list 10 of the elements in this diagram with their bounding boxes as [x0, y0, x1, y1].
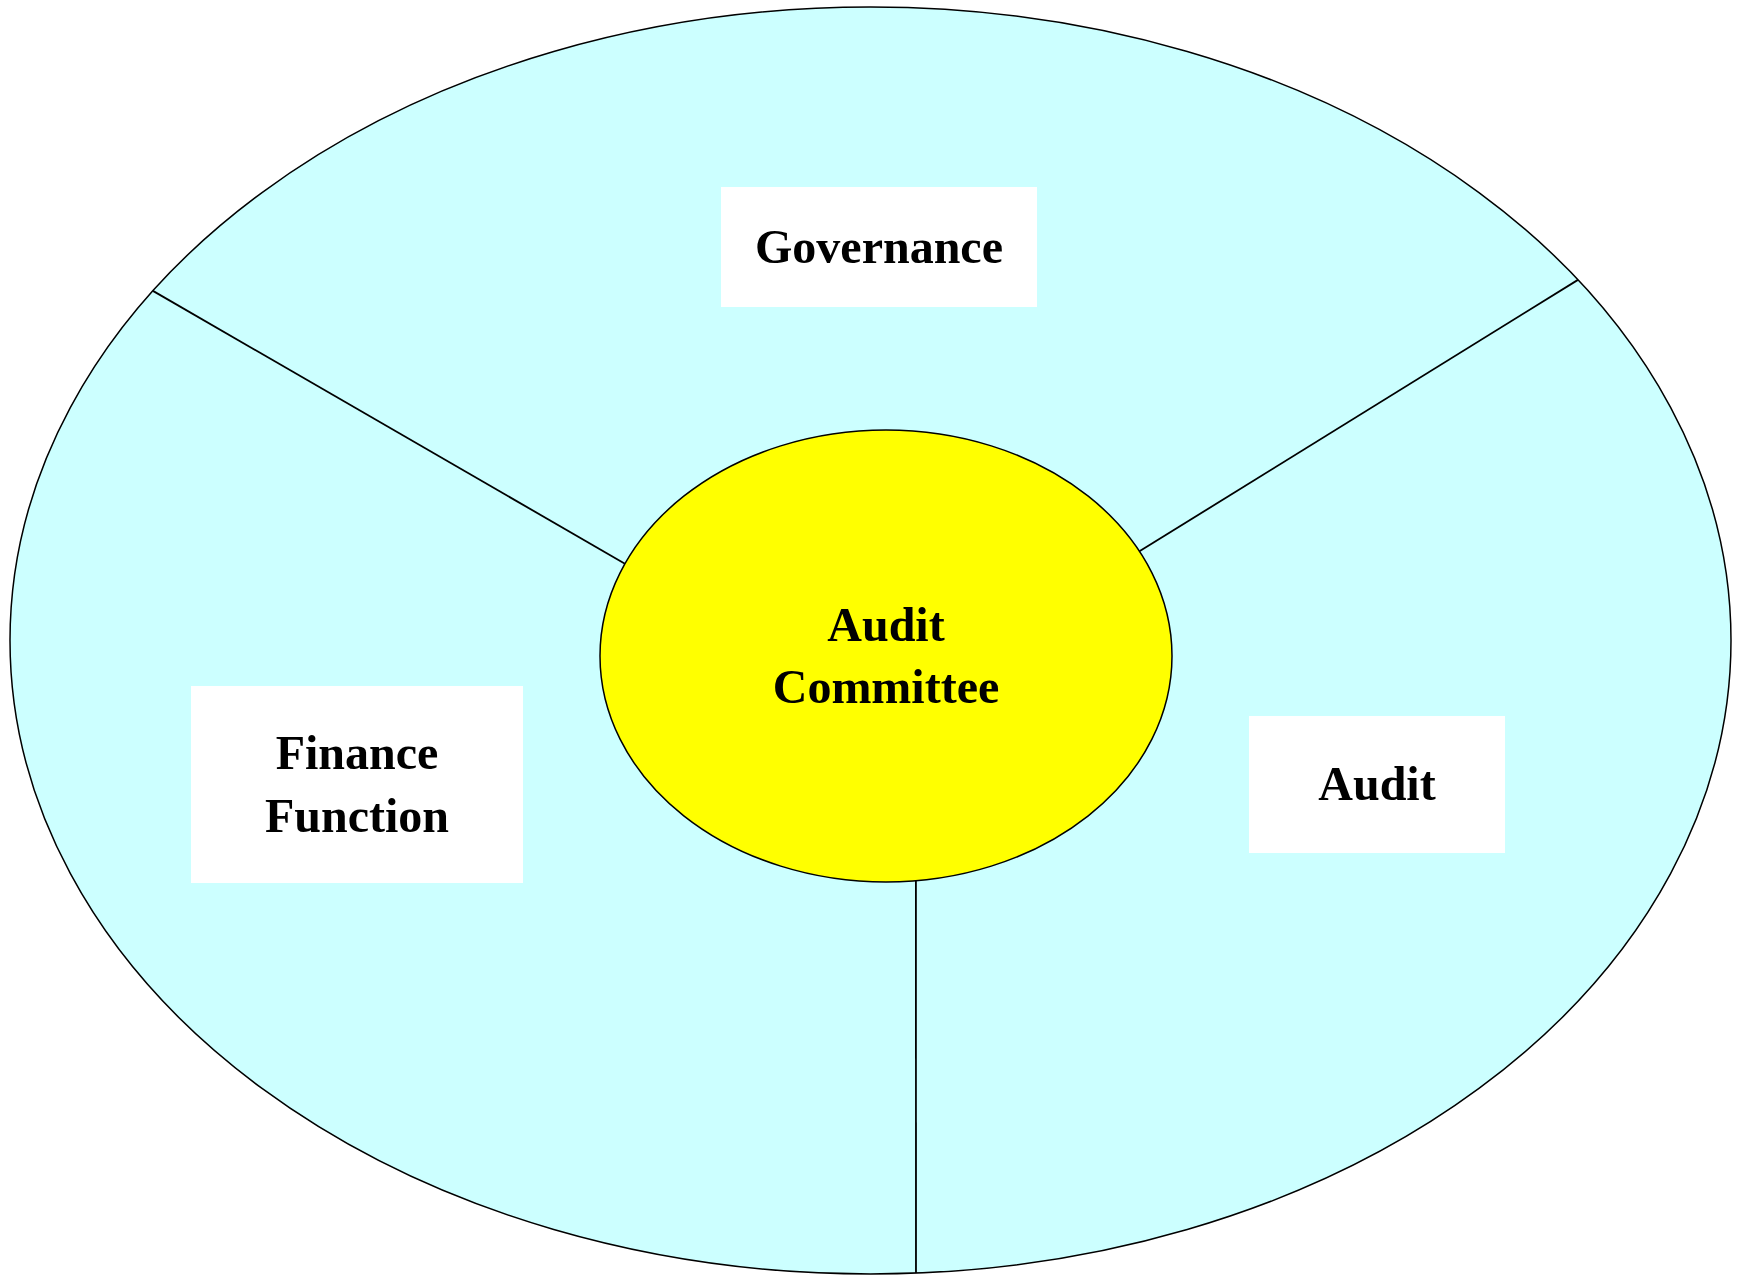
label-box: [1249, 716, 1505, 853]
label-box: [191, 686, 523, 883]
node-label: Audit Committee: [771, 596, 1001, 715]
box-label: Audit: [1318, 756, 1436, 813]
box-label: Finance Function: [264, 725, 450, 844]
box-label: Governance: [755, 218, 1003, 275]
divider-line: [915, 879, 917, 1274]
label-box: [721, 187, 1037, 307]
divider-line: [152, 289, 626, 565]
divider-line: [1138, 278, 1579, 553]
